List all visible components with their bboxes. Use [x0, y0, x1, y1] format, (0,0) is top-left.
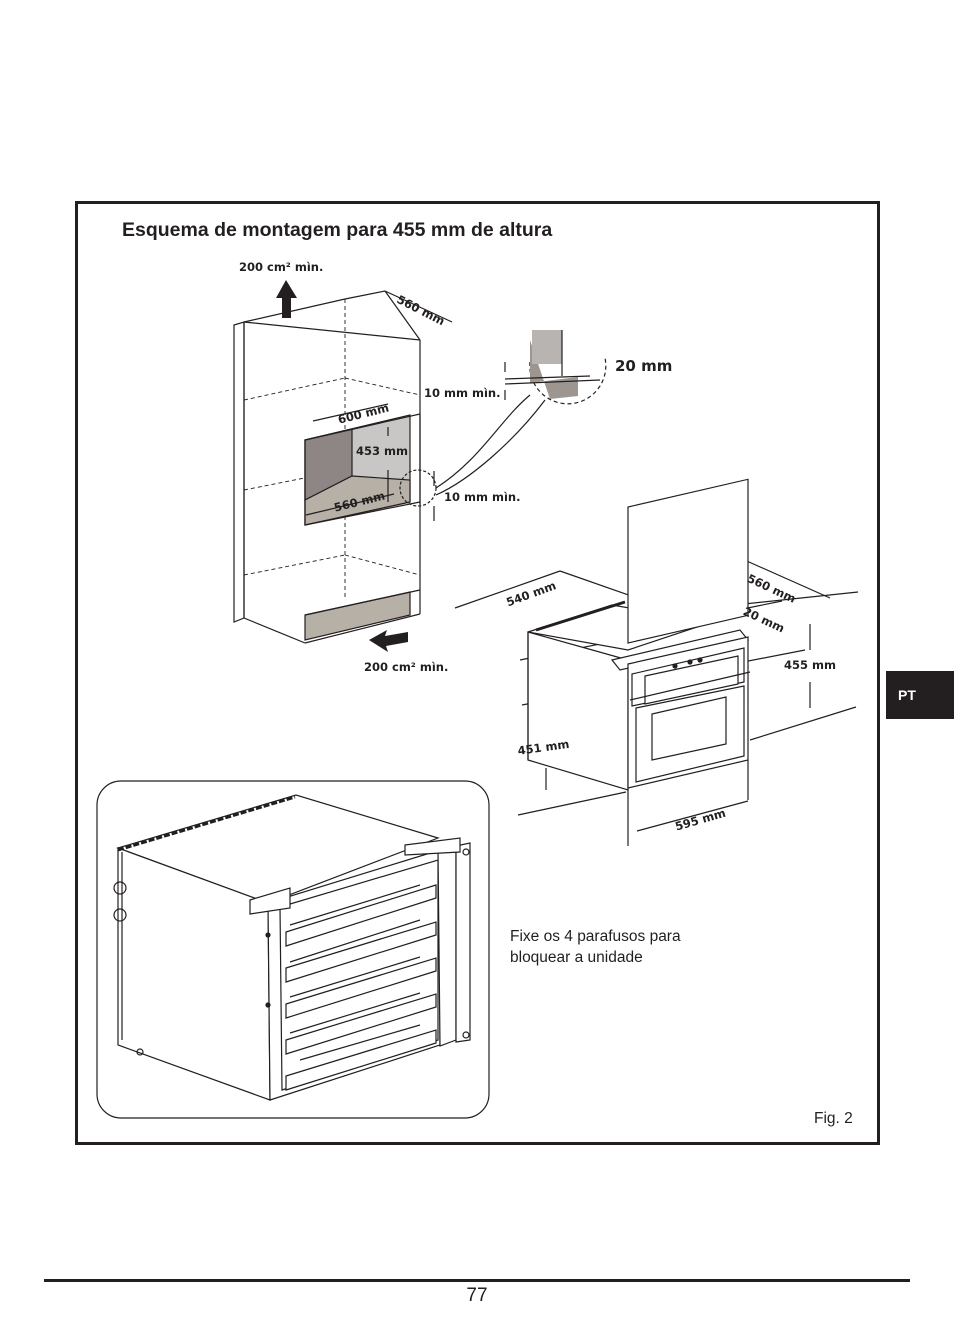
cab-height-label: 453 mm — [356, 444, 408, 458]
unit-drawing — [454, 478, 859, 846]
vent-top-label: 200 cm² mìn. — [239, 260, 324, 274]
cabinet-drawing — [233, 280, 546, 652]
figure-title: Esquema de montagem para 455 mm de altur… — [122, 219, 553, 241]
detail-20mm-label: 20 mm — [615, 357, 673, 375]
screws-illustration — [96, 780, 490, 1119]
footer-rule — [44, 1279, 910, 1282]
detail-zoom — [504, 330, 607, 405]
unit-height-455-label: 455 mm — [784, 658, 836, 672]
page-number: 77 — [466, 1285, 488, 1306]
gap-bottom-label: 10 mm mìn. — [444, 490, 521, 504]
screw-instruction: Fixe os 4 parafusos para bloquear a unid… — [510, 928, 681, 966]
language-tab: PT — [886, 671, 954, 719]
figure-frame — [75, 201, 880, 1145]
vent-bottom-label: 200 cm² mìn. — [364, 660, 449, 674]
gap-top-label: 10 mm mìn. — [424, 386, 501, 400]
figure-label: Fig. 2 — [814, 1110, 853, 1127]
